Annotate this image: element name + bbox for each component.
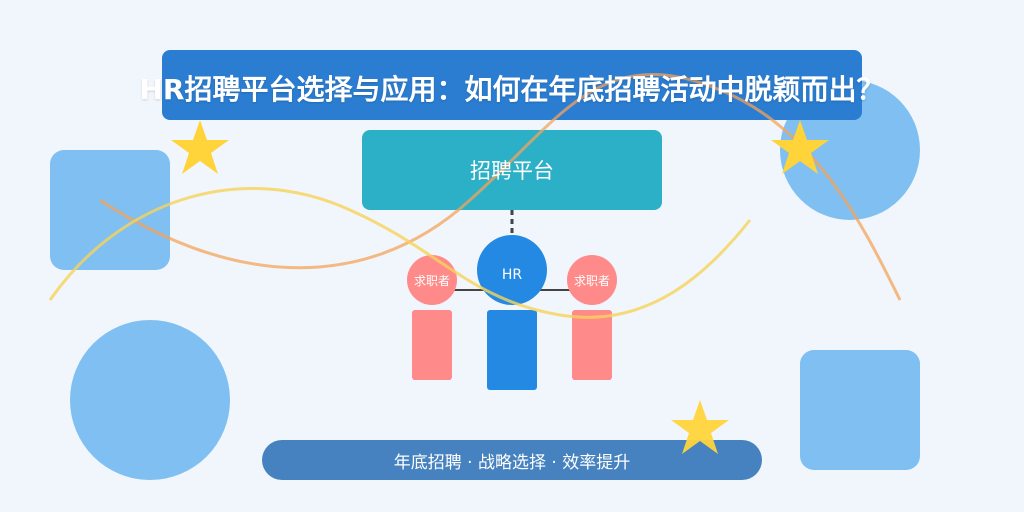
star-icon (771, 120, 829, 174)
decor-rounded-square-right (800, 350, 920, 470)
seeker-right-head (567, 255, 617, 305)
hr-label: HR (501, 267, 523, 283)
decor-circle-bottom-left (70, 320, 230, 480)
star-icon (671, 400, 729, 454)
seeker-left-label: 求职者 (413, 273, 450, 288)
seeker-left-body (412, 310, 452, 380)
platform-box (362, 130, 662, 210)
footer-bar (262, 440, 762, 480)
title-bar (162, 50, 862, 120)
star-icon (171, 120, 229, 174)
seeker-left-head (407, 255, 457, 305)
platform-label: 招聘平台 (470, 159, 554, 183)
hr-head (477, 235, 547, 305)
decor-curve-orange (99, 72, 902, 301)
page-title: HR招聘平台选择与应用：如何在年底招聘活动中脱颖而出？ (139, 73, 885, 106)
seeker-right-body (572, 310, 612, 380)
footer-tagline: 年底招聘 · 战略选择 · 效率提升 (393, 452, 631, 473)
decor-rounded-square-left (50, 150, 170, 270)
hr-body (487, 310, 537, 390)
seeker-right-label: 求职者 (573, 273, 610, 288)
decor-curve-yellow (48, 186, 752, 319)
